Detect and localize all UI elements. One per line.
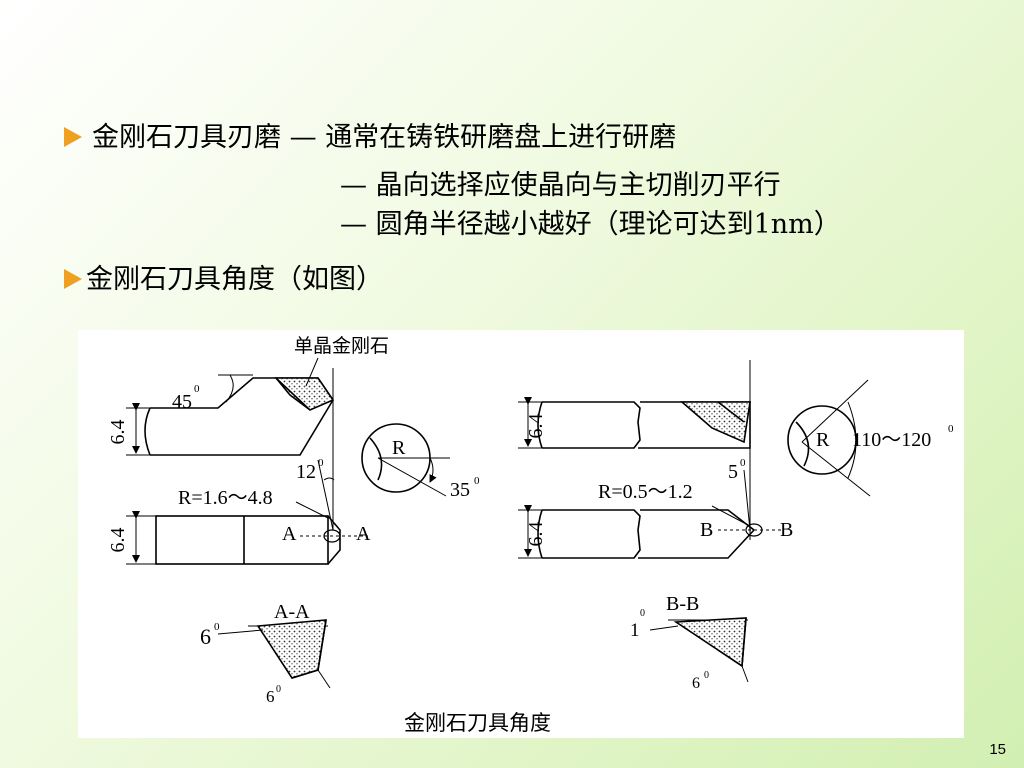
bullet-arrow-icon — [64, 268, 82, 289]
bullet-1-line-1: 通常在铸铁研磨盘上进行研磨 — [325, 122, 677, 153]
bullet-1: 金刚石刀具刃磨 — 通常在铸铁研磨盘上进行研磨 — [64, 124, 676, 151]
bullet-2-label: 金刚石刀具角度（如图） — [86, 264, 383, 295]
degree-mark: 0 — [474, 475, 480, 487]
right-tool-side-view — [542, 509, 641, 559]
angle-5-label: 5 — [728, 461, 738, 483]
bullet-1-sub-3: — 圆角半径越小越好（理论可达到1nm） — [340, 211, 841, 238]
degree-mark: 0 — [740, 457, 746, 469]
section-aa-shape — [256, 619, 327, 679]
bullet-1-line-3-end: ） — [813, 209, 841, 240]
angle-35-label: 35 — [450, 479, 470, 501]
right-diamond-tip — [679, 401, 751, 444]
bullet-2: 金刚石刀具角度（如图） — [64, 266, 383, 293]
degree-mark: 0 — [318, 457, 324, 469]
label-R-left: R — [392, 437, 406, 459]
dim-6-4-left-bottom: 6.4 — [107, 528, 129, 553]
figure-caption: 金刚石刀具角度 — [404, 711, 551, 735]
radius-right-label: R=0.5～1.2 — [598, 481, 693, 503]
degree-mark: 0 — [704, 670, 709, 681]
page-number: 15 — [989, 741, 1006, 758]
tool-angle-figure: 单晶金刚石 45 0 6.4 6.4 R 12 0 35 0 R=1.6～4.8… — [78, 330, 964, 738]
degree-mark: 0 — [276, 684, 281, 695]
label-R-right: R — [816, 429, 830, 451]
tool-drawing: 单晶金刚石 45 0 6.4 6.4 R 12 0 35 0 R=1.6～4.8… — [107, 335, 954, 735]
bullet-1-dash-2: — — [340, 170, 367, 201]
left-tool-break-line — [144, 407, 151, 456]
degree-mark: 0 — [640, 608, 645, 619]
left-diamond-tip — [274, 377, 335, 411]
section-aa-title: A-A — [274, 601, 310, 623]
section-bb-title: B-B — [666, 593, 699, 615]
angle-12-label: 12 — [296, 461, 316, 483]
angle-6-aa-bottom: 6 — [266, 687, 275, 706]
section-A-right: A — [356, 523, 371, 545]
angle-1-bb-label: 1 — [630, 620, 640, 641]
bullet-1-line-3-num: 1nm — [753, 209, 814, 240]
degree-mark: 0 — [948, 423, 954, 435]
radius-left-label: R=1.6～4.8 — [178, 487, 273, 509]
dim-6-4-left-top: 6.4 — [107, 420, 129, 445]
left-tool-body-bottom — [150, 399, 334, 456]
section-A-left: A — [282, 523, 297, 545]
label-single-crystal-diamond: 单晶金刚石 — [294, 335, 389, 357]
section-B-right: B — [780, 519, 793, 541]
bullet-1-dash: — — [289, 122, 317, 153]
bullet-1-label: 金刚石刀具刃磨 — [92, 122, 281, 153]
angle-6-aa-left: 6 — [200, 624, 211, 649]
dim-6-4-right-top: 6.4 — [525, 414, 547, 439]
dim-6-4-right-bottom: 6.4 — [525, 522, 547, 547]
bullet-1-line-3: 圆角半径越小越好（理论可达到 — [375, 209, 754, 240]
degree-mark: 0 — [194, 383, 200, 395]
bullet-arrow-icon — [64, 126, 82, 147]
bullet-1-dash-3: — — [340, 209, 367, 240]
bullet-1-line-2: 晶向选择应使晶向与主切削刃平行 — [375, 170, 781, 201]
bullet-1-sub-2: — 晶向选择应使晶向与主切削刃平行 — [340, 172, 781, 199]
right-tool-body-left — [542, 401, 641, 449]
angle-110-120-label: 110～120 — [852, 429, 931, 451]
left-tool-side-view — [155, 515, 329, 565]
angle-6-bb-bottom: 6 — [692, 675, 700, 692]
angle-45-label: 45 — [172, 391, 192, 413]
degree-mark: 0 — [214, 621, 220, 633]
section-B-left: B — [700, 519, 713, 541]
section-bb-shape — [673, 617, 747, 668]
